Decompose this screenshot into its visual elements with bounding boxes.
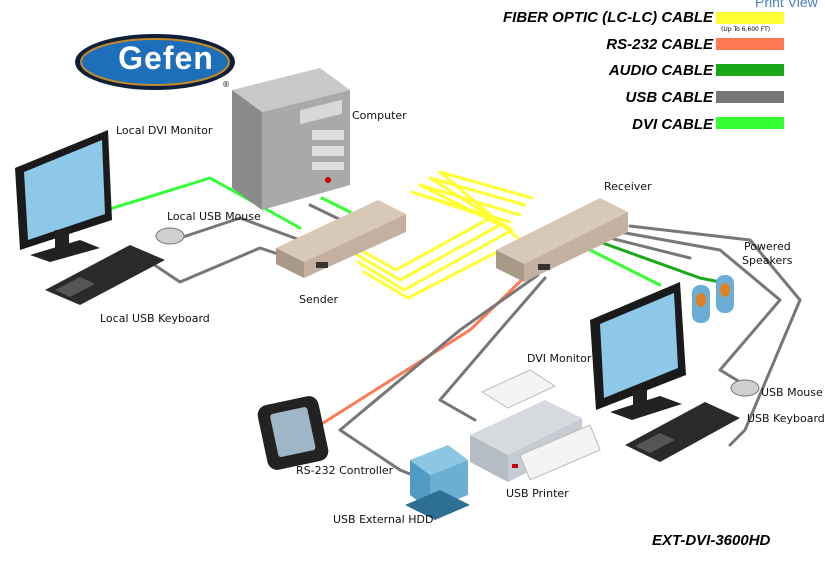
powered-speakers bbox=[692, 275, 734, 323]
usb-printer-device bbox=[470, 369, 601, 482]
dvi-cable-remote bbox=[588, 248, 662, 287]
audio-cable bbox=[598, 240, 722, 284]
sender-box bbox=[276, 200, 406, 278]
label-receiver: Receiver bbox=[604, 180, 652, 193]
legend-fiber-swatch bbox=[716, 12, 784, 24]
remote-keyboard bbox=[625, 402, 740, 462]
label-powered-speakers-1: Powered bbox=[744, 240, 791, 253]
usb-cable-speakers bbox=[608, 236, 692, 260]
model-number: EXT-DVI-3600HD bbox=[652, 532, 771, 549]
dvi-cable-local bbox=[98, 176, 302, 230]
usb-cable-local-mouse bbox=[178, 216, 302, 242]
label-dvi-monitor: DVI Monitor bbox=[527, 352, 592, 365]
usb-cable-printer bbox=[438, 276, 547, 422]
legend-rs232-swatch bbox=[716, 38, 784, 50]
label-local-dvi-monitor: Local DVI Monitor bbox=[116, 124, 213, 137]
cables bbox=[98, 170, 802, 480]
label-rs232-controller: RS-232 Controller bbox=[296, 464, 394, 477]
remote-mouse bbox=[730, 379, 760, 397]
legend-dvi-label: DVI CABLE bbox=[632, 116, 713, 133]
local-mouse bbox=[155, 227, 185, 245]
registered-mark: ® bbox=[222, 80, 230, 89]
computer-tower bbox=[232, 68, 350, 210]
usb-hdd-device bbox=[405, 445, 470, 520]
remote-monitor bbox=[590, 282, 686, 420]
logo-text: Gefen bbox=[118, 40, 214, 76]
print-view-link[interactable]: Print View bbox=[755, 0, 818, 10]
legend-rs232-label: RS-232 CABLE bbox=[606, 36, 713, 53]
fiber-cable-2 bbox=[356, 176, 527, 292]
label-powered-speakers-2: Speakers bbox=[742, 254, 793, 267]
fiber-cable-4 bbox=[344, 190, 512, 272]
receiver-box bbox=[496, 198, 628, 282]
label-usb-mouse: USB Mouse bbox=[761, 386, 823, 399]
label-local-usb-mouse: Local USB Mouse bbox=[167, 210, 261, 223]
usb-cable-hdd bbox=[338, 273, 540, 480]
label-computer: Computer bbox=[352, 109, 407, 122]
label-usb-keyboard: USB Keyboard bbox=[747, 412, 825, 425]
legend-fiber-note: (Up To 6,600 FT) bbox=[721, 26, 771, 33]
fiber-cable-1 bbox=[350, 183, 522, 282]
label-sender: Sender bbox=[299, 293, 338, 306]
label-usb-external-hdd: USB External HDD bbox=[333, 513, 434, 526]
usb-cable-remote-keyboard bbox=[628, 224, 802, 447]
legend-audio-swatch bbox=[716, 64, 784, 76]
usb-cable-local-keyboard bbox=[148, 246, 292, 284]
rs232-controller-device bbox=[257, 396, 329, 470]
local-keyboard bbox=[45, 245, 165, 305]
legend-usb-label: USB CABLE bbox=[625, 89, 713, 106]
local-monitor bbox=[15, 130, 112, 262]
legend-fiber-label: FIBER OPTIC (LC-LC) CABLE bbox=[503, 9, 713, 26]
gefen-logo bbox=[75, 34, 235, 90]
label-local-usb-keyboard: Local USB Keyboard bbox=[100, 312, 210, 325]
legend-usb-swatch bbox=[716, 91, 784, 103]
legend-audio-label: AUDIO CABLE bbox=[608, 62, 713, 79]
dvi-cable-computer bbox=[320, 196, 352, 214]
usb-cable-remote-mouse bbox=[618, 230, 782, 387]
rs232-cable bbox=[318, 270, 532, 427]
legend-dvi-swatch bbox=[716, 117, 784, 129]
label-usb-printer: USB Printer bbox=[506, 487, 569, 500]
